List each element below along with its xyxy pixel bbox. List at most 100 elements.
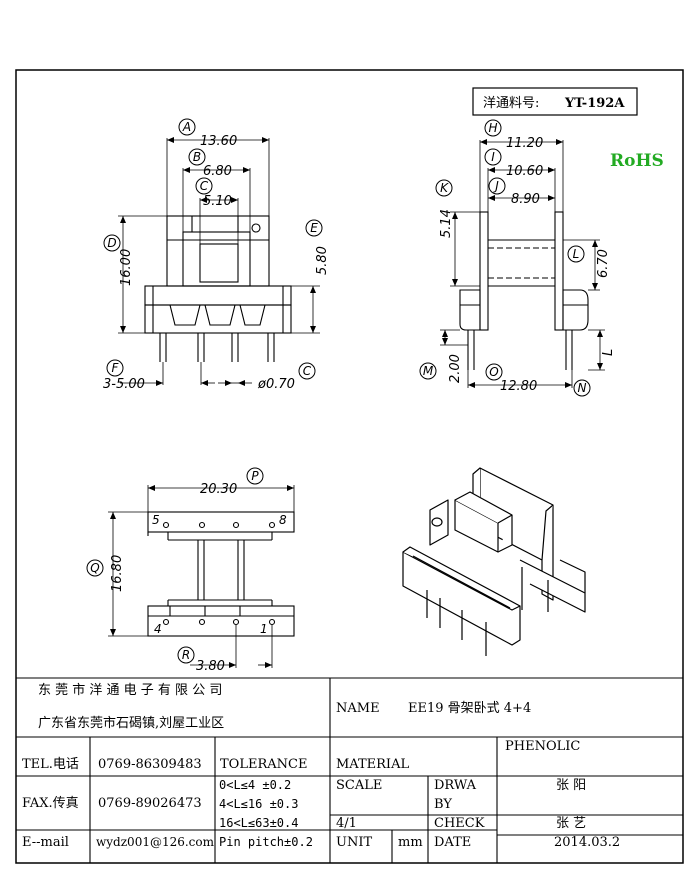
drwa-value: 张 阳	[556, 778, 586, 793]
front-view-dimensions	[118, 137, 320, 386]
drwa-label: DRWA	[434, 778, 477, 793]
pin-4-label: 4	[154, 622, 162, 636]
bottom-view-dimensions	[108, 485, 295, 668]
scale-label: SCALE	[336, 778, 382, 793]
bottom-view-text: 20.30 16.80 3.80 5 8 4 1	[110, 482, 287, 674]
callout-circle	[103, 234, 121, 252]
callout-letter: O	[489, 365, 498, 379]
title-block-text: 东 莞 市 洋 通 电 子 有 限 公 司 广东省东莞市石碣镇,刘屋工业区 NA…	[22, 682, 620, 850]
fax-value: 0769-89026473	[98, 796, 202, 811]
pin-1-label: 1	[260, 622, 268, 636]
dim-i-text: 10.60	[506, 164, 543, 179]
dim-c-text: 5.10	[203, 194, 232, 209]
pin-5-label: 5	[152, 513, 160, 527]
callout-circle	[484, 148, 502, 166]
dim-m-text: 2.00	[448, 354, 463, 383]
callout-letter: A	[182, 120, 191, 134]
dim-h-text: 11.20	[506, 136, 543, 151]
callout-letter: K	[440, 181, 449, 195]
callout-letter: F	[112, 361, 120, 375]
dim-o-text: 12.80	[500, 379, 537, 394]
title-block	[16, 677, 683, 863]
company-address: 广东省东莞市石碣镇,刘屋工业区	[38, 715, 224, 731]
callout-circle	[86, 559, 104, 577]
by-label: BY	[434, 797, 452, 812]
front-view-dimension-text: 13.60 6.80 5.10 16.00 5.80 3-5.00 ø0.70	[103, 134, 330, 392]
email-value: wydz001@126.com	[96, 835, 215, 849]
tel-value: 0769-86309483	[98, 757, 202, 772]
callout-circle	[435, 179, 453, 197]
callout-circle	[488, 177, 506, 195]
tol-row-4: Pin pitch±0.2	[219, 835, 313, 849]
dim-n-text: L	[601, 349, 616, 356]
name-value: EE19 骨架卧式 4+4	[408, 701, 531, 716]
check-value: 张 艺	[556, 816, 586, 831]
callout-circle	[573, 379, 591, 397]
callout-letter: C	[200, 179, 209, 193]
company-name: 东 莞 市 洋 通 电 子 有 限 公 司	[38, 682, 222, 698]
callout-letter: E	[310, 221, 318, 235]
name-label: NAME	[336, 701, 380, 716]
callout-circle	[484, 119, 502, 137]
callout-letter: B	[193, 150, 201, 164]
callout-letters: A B C D E F C H I J K L M O N P Q R	[86, 118, 591, 664]
tolerance-label: TOLERANCE	[220, 757, 307, 772]
callout-circle	[298, 362, 316, 380]
side-view	[459, 211, 589, 370]
tel-label: TEL.电话	[22, 757, 79, 772]
callout-circle	[485, 363, 503, 381]
callout-letter: H	[488, 121, 497, 135]
tol-row-1: 0<L≤4 ±0.2	[219, 778, 291, 792]
tol-row-3: 16<L≤63±0.4	[219, 816, 298, 830]
date-value: 2014.03.2	[554, 835, 620, 850]
part-number-label: 洋通料号:	[483, 96, 539, 111]
callout-circle	[305, 219, 323, 237]
dim-d-text: 16.00	[119, 249, 134, 286]
callout-circle	[195, 177, 213, 195]
callout-letter: P	[251, 469, 259, 483]
check-label: CHECK	[434, 816, 485, 831]
dim-a-text: 13.60	[200, 134, 237, 149]
dim-b-text: 6.80	[203, 164, 232, 179]
callout-letter: C	[303, 364, 312, 378]
dim-f-text: 3-5.00	[103, 377, 145, 392]
callout-letter: N	[578, 381, 587, 395]
side-view-dimensions	[440, 139, 605, 388]
callout-letter: R	[182, 648, 190, 662]
dim-j-text: 8.90	[511, 192, 540, 207]
callout-circle	[246, 467, 264, 485]
pin-8-label: 8	[279, 513, 287, 527]
bottom-view	[147, 511, 295, 637]
callout-letter: L	[573, 247, 580, 261]
unit-value: mm	[398, 835, 423, 850]
dim-k-text: 5.14	[439, 209, 454, 238]
dim-e-text: 5.80	[315, 246, 330, 275]
unit-label: UNIT	[336, 835, 372, 850]
drawing-frame	[15, 69, 684, 864]
isometric-view	[402, 467, 586, 656]
material-value: PHENOLIC	[505, 739, 580, 754]
callout-circle	[106, 359, 124, 377]
dim-p-text: 20.30	[200, 482, 237, 497]
rohs-mark: RoHS	[610, 151, 664, 171]
callout-letter: J	[493, 179, 499, 193]
callout-circle	[177, 646, 195, 664]
side-view-dimension-text: 11.20 10.60 8.90 5.14 6.70 2.00 12.80 L	[439, 136, 616, 394]
date-label: DATE	[434, 835, 471, 850]
dim-r-text: 3.80	[196, 659, 225, 674]
callout-letter: Q	[90, 561, 99, 575]
front-view	[144, 215, 292, 362]
email-label: E--mail	[22, 835, 69, 850]
part-number-value: YT-192A	[564, 96, 625, 111]
callout-letter: I	[491, 150, 495, 164]
dim-g-text: ø0.70	[257, 377, 295, 392]
callout-circle	[567, 245, 585, 263]
tol-row-2: 4<L≤16 ±0.3	[219, 797, 298, 811]
material-label: MATERIAL	[336, 757, 409, 772]
part-number-box: 洋通料号: YT-192A	[472, 87, 638, 116]
fax-label: FAX.传真	[22, 796, 79, 811]
callout-letter: D	[107, 236, 116, 250]
callout-letter: M	[423, 364, 434, 378]
callout-circle	[419, 362, 437, 380]
